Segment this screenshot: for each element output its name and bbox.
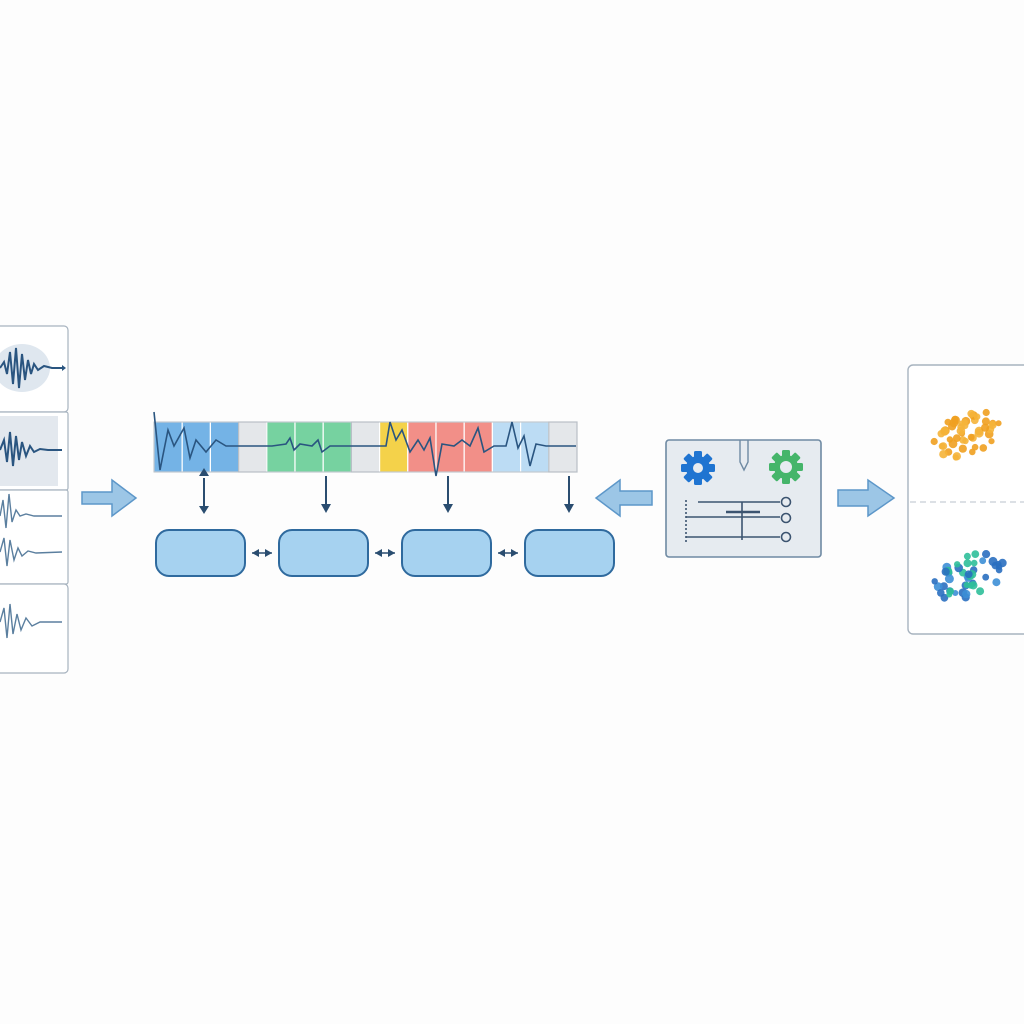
cluster-point [979, 444, 988, 452]
cluster-point [940, 426, 949, 436]
cluster-point [949, 418, 959, 428]
arrowhead [375, 549, 395, 557]
signal-card [0, 583, 69, 674]
cluster-point [981, 417, 990, 426]
waveform-icon [0, 537, 63, 567]
cluster-point [962, 589, 971, 599]
arrowhead [199, 468, 209, 476]
cluster-point [939, 442, 948, 450]
cluster-point [982, 550, 991, 559]
signal-segment-blue [181, 421, 211, 473]
signal-segment-light_blue [491, 421, 522, 473]
cluster-point [981, 423, 990, 432]
waveform-icon [0, 347, 62, 389]
arrowhead [252, 549, 272, 557]
cluster-point [988, 556, 998, 566]
flow-arrow [594, 478, 653, 518]
cluster-point [930, 437, 938, 446]
segmented-signal-strip [153, 411, 578, 477]
gear-icon [769, 450, 803, 484]
signal-segment-gray [350, 421, 381, 473]
panel-divider [739, 440, 749, 472]
cluster-blue-teal [931, 550, 1007, 602]
waveform-icon [0, 493, 62, 529]
toggle-icon [685, 496, 792, 543]
cluster-point [941, 567, 950, 576]
strip-outline [153, 421, 578, 473]
config-panel [665, 439, 822, 558]
cluster-point [958, 444, 967, 453]
cluster-point [937, 589, 945, 597]
cluster-point [976, 587, 985, 596]
cluster-point [992, 578, 1001, 587]
processing-node [524, 529, 615, 577]
cluster-point [979, 557, 987, 565]
cluster-point [963, 552, 971, 560]
cluster-point [931, 578, 938, 585]
waveform-icon [0, 431, 62, 467]
signal-segment-gray [548, 421, 578, 473]
signal-segment-red [435, 421, 465, 473]
cluster-point [967, 433, 975, 441]
cluster-point [957, 423, 965, 431]
signal-segment-green [294, 421, 324, 473]
cluster-point [964, 570, 973, 579]
cluster-point [970, 559, 978, 567]
cluster-point [974, 428, 984, 438]
arrowhead [321, 504, 331, 513]
cluster-point [933, 582, 943, 591]
cluster-point [967, 582, 974, 589]
signal-segment-gray [238, 421, 268, 473]
cluster-point [982, 573, 990, 581]
cluster-orange [930, 408, 1002, 461]
arrowhead [564, 504, 574, 513]
cluster-point [954, 561, 961, 568]
cluster-point [952, 454, 959, 461]
cluster-point [944, 574, 954, 584]
gear-icon [681, 451, 715, 485]
signal-trace [153, 411, 576, 477]
cluster-point [962, 437, 969, 445]
cluster-point [982, 408, 990, 417]
cluster-point [946, 591, 953, 598]
cluster-point [998, 558, 1007, 568]
flow-arrow [81, 478, 138, 518]
signal-segment-yellow [379, 421, 409, 473]
processing-nodes [155, 529, 615, 577]
arrowhead [498, 549, 518, 557]
strip-connectors [199, 468, 574, 514]
cluster-point [973, 413, 981, 421]
arrowhead [62, 365, 66, 371]
arrowhead [199, 506, 209, 514]
waveform-icon [0, 603, 62, 639]
cluster-point [971, 550, 980, 558]
cluster-point [939, 450, 948, 459]
signal-segment-green [266, 421, 296, 473]
processing-node [401, 529, 492, 577]
cluster-point [948, 439, 958, 449]
cluster-point [971, 443, 979, 451]
arrowhead [443, 504, 453, 513]
cluster-point [995, 420, 1002, 427]
processing-node [155, 529, 246, 577]
flow-arrow [837, 478, 896, 518]
cluster-point [988, 438, 995, 445]
output-cluster-panel [907, 364, 1024, 635]
cluster-point [963, 559, 972, 568]
input-signal-panel [0, 325, 69, 674]
cluster-point [967, 409, 976, 418]
signal-segment-blue [209, 421, 240, 473]
processing-node [278, 529, 369, 577]
